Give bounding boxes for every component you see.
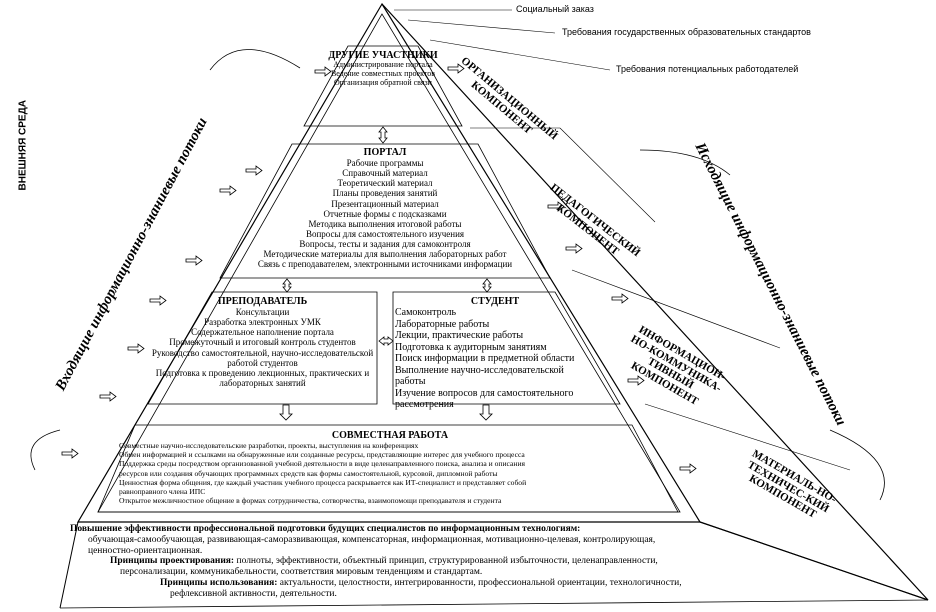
incoming-arrows [61,66,332,459]
joint-item-1: Обмен информацией и ссылками на обнаруже… [119,450,525,460]
design-title: Принципы проектирования: [110,556,235,566]
other-participants-box: ДРУГИЕ УЧАСТНИКИ Администрирование порта… [300,50,466,88]
bottom-use: Принципы использования: актуальности, це… [160,578,682,600]
use-text1: актуальности, целостности, интегрированн… [279,578,682,588]
callout-line-state [407,19,556,34]
student-item-3: Подготовка к аудиторным занятиям [395,341,547,353]
design-text1: полноты, эффективности, объектный принци… [236,556,658,566]
joint-items: Совместные научно-исследовательские разр… [105,441,675,505]
student-item-1: Лабораторные работы [395,318,490,330]
student-box-border [392,291,621,405]
arrow-teacher-student [378,336,394,346]
joint-work-title: СОВМЕСТНАЯ РАБОТА [331,430,449,441]
portal-item-4: Презентационный материал [331,198,439,209]
portal-item-6: Методика выполнения итоговой работы [308,218,462,229]
bottom-design: Принципы проектирования: полноты, эффект… [110,556,658,578]
portal-item-9: Методические материалы для выполнения ла… [263,248,507,259]
divider-ped-info [571,269,781,349]
callout-social: Социальный заказ [516,4,594,14]
pyramid-front-face [76,2,702,523]
other-item-1: Ведение совместных проектов [330,69,436,79]
joint-item-0: Совместные научно-исследовательские разр… [119,441,419,451]
arrow-teacher-joint [279,404,293,421]
goal-title: Повышение эффективности профессиональной… [70,524,581,534]
teacher-item-5: Подготовка к проведению лекционных, прак… [155,367,370,388]
teacher-item-3: Промежуточный и итоговый контроль студен… [169,337,356,348]
student-item-6: Изучение вопросов для самостоятельного р… [395,387,574,411]
outgoing-arrows [447,63,697,474]
divider-org-ped [559,127,656,223]
outgoing-arc-bottom [829,429,885,501]
portal-item-7: Вопросы для самостоятельного изучения [305,228,465,239]
outer-environment-label: ВНЕШНЯЯ СРЕДА [17,100,29,191]
joint-item-5: равноправного члена ИПС [119,486,206,496]
base-bottom-edge [59,599,929,609]
portal-title: ПОРТАЛ [363,147,407,158]
joint-item-6: Открытое межличностное общение в формах … [119,495,502,505]
joint-work-box: СОВМЕСТНАЯ РАБОТА Совместные научно-иссл… [105,430,675,505]
portal-item-10: Связь с преподавателем, электронными ист… [257,258,513,269]
other-participants-title: ДРУГИЕ УЧАСТНИКИ [328,50,438,61]
teacher-item-1: Разработка электронных УМК [204,317,321,328]
joint-box-border [97,424,679,513]
base-left-edge [59,521,79,609]
other-item-2: Организация обратной связи [334,78,432,88]
arrow-student-joint [479,404,493,421]
portal-item-0: Рабочие программы [346,158,424,169]
joint-item-2: Поддержка среды посредством организованн… [119,459,526,469]
arrow-other-portal [378,126,388,144]
student-item-2: Лекции, практические работы [395,330,524,342]
portal-item-5: Отчетные формы с подсказками [323,208,447,219]
portal-item-8: Вопросы, тесты и задания для самоконтрол… [299,238,471,249]
portal-item-3: Планы проведения занятий [332,188,438,199]
joint-item-3: ресурсов или создания обучающих программ… [119,468,498,478]
goal-text2: ценностно-ориентационная. [88,545,203,556]
portal-item-1: Справочный материал [342,168,428,179]
incoming-arc-bottom [30,429,61,471]
use-title: Принципы использования: [160,578,278,588]
callout-employers: Требования потенциальных работодателей [616,64,799,74]
joint-item-4: Ценностная форма общения, где каждый уча… [119,477,527,487]
portal-box-border [219,143,551,279]
design-text2: персонализации, коммуникабельности, соот… [120,566,483,577]
student-item-4: Поиск информации в предметной области [395,353,575,365]
student-item-5: Выполнение научно-исследовательской рабо… [395,364,564,388]
use-text2: рефлексивной активности, деятельности. [170,588,337,599]
arrow-portal-student [482,278,492,293]
teacher-box-border [147,291,378,405]
outgoing-arc-top [639,149,731,176]
arrow-portal-teacher [282,278,292,293]
teacher-item-2: Содержательное наполнение портала [191,327,334,338]
student-title: СТУДЕНТ [470,296,520,307]
teacher-item-0: Консультации [235,307,290,318]
other-box-border [303,45,463,127]
callout-line-employers [429,39,611,71]
callout-state: Требования государственных образовательн… [562,27,811,37]
incoming-arc-top [209,49,301,71]
goal-text1: обучающая-самообучающая, развивающая-сам… [88,534,656,545]
divider-info-mat [644,403,851,471]
other-item-0: Администрирование портала [333,60,433,70]
teacher-title: ПРЕПОДАВАТЕЛЬ [217,296,308,307]
base-right-edge [699,521,929,601]
portal-item-2: Теоретический материал [337,178,433,189]
teacher-item-4: Руководство самостоятельной, научно-иссл… [151,347,374,368]
student-item-0: Самоконтроль [395,307,457,319]
bottom-goal: Повышение эффективности профессиональной… [70,524,655,557]
